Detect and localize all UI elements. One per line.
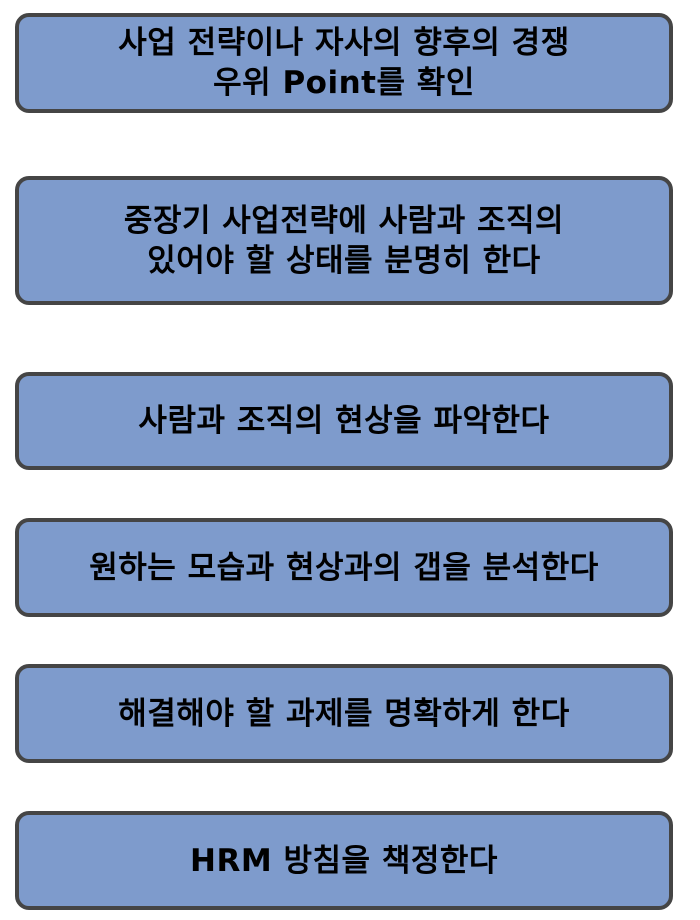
step-1-box: 사업 전략이나 자사의 향후의 경쟁 우위 Point를 확인	[15, 13, 673, 113]
step-4-text: 원하는 모습과 현상과의 갭을 분석한다	[89, 549, 599, 586]
step-5-text: 해결해야 할 과제를 명확하게 한다	[118, 695, 570, 732]
step-2-text: 중장기 사업전략에 사람과 조직의 있어야 할 상태를 분명히 한다	[123, 202, 565, 279]
step-6-box: HRM 방침을 책정한다	[15, 811, 673, 910]
step-4-box: 원하는 모습과 현상과의 갭을 분석한다	[15, 518, 673, 617]
step-6-text: HRM 방침을 책정한다	[190, 842, 498, 879]
step-3-text: 사람과 조직의 현상을 파악한다	[138, 403, 550, 439]
step-3-box: 사람과 조직의 현상을 파악한다	[15, 372, 673, 470]
step-5-box: 해결해야 할 과제를 명확하게 한다	[15, 664, 673, 763]
step-2-box: 중장기 사업전략에 사람과 조직의 있어야 할 상태를 분명히 한다	[15, 176, 673, 305]
step-1-text: 사업 전략이나 자사의 향후의 경쟁 우위 Point를 확인	[118, 25, 570, 101]
